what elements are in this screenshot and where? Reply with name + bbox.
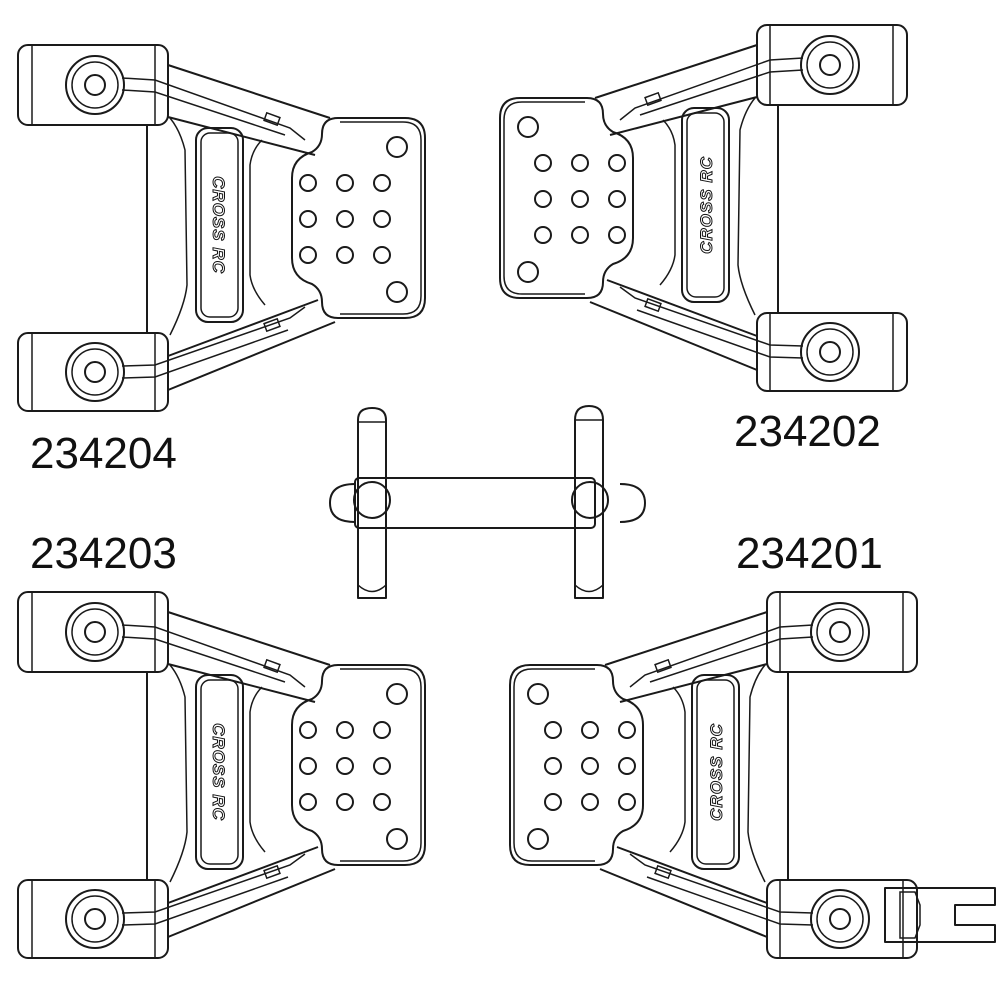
- center-bracket: [329, 405, 646, 599]
- arm-234204: CROSS RC: [17, 44, 426, 412]
- crossrc-logo: CROSS RC: [697, 156, 716, 254]
- crossrc-logo: CROSS RC: [707, 723, 726, 821]
- arm-234203: CROSS RC: [17, 591, 426, 959]
- part-number-234201: 234201: [736, 529, 883, 578]
- part-number-234204: 234204: [30, 429, 177, 478]
- arm-234202: CROSS RC: [499, 24, 908, 392]
- arm-234201: CROSS RC: [509, 591, 996, 959]
- part-number-234202: 234202: [734, 407, 881, 456]
- clevis-end: [884, 887, 996, 943]
- part-number-234203: 234203: [30, 529, 177, 578]
- crossrc-logo: CROSS RC: [209, 176, 228, 274]
- crossrc-logo: CROSS RC: [209, 723, 228, 821]
